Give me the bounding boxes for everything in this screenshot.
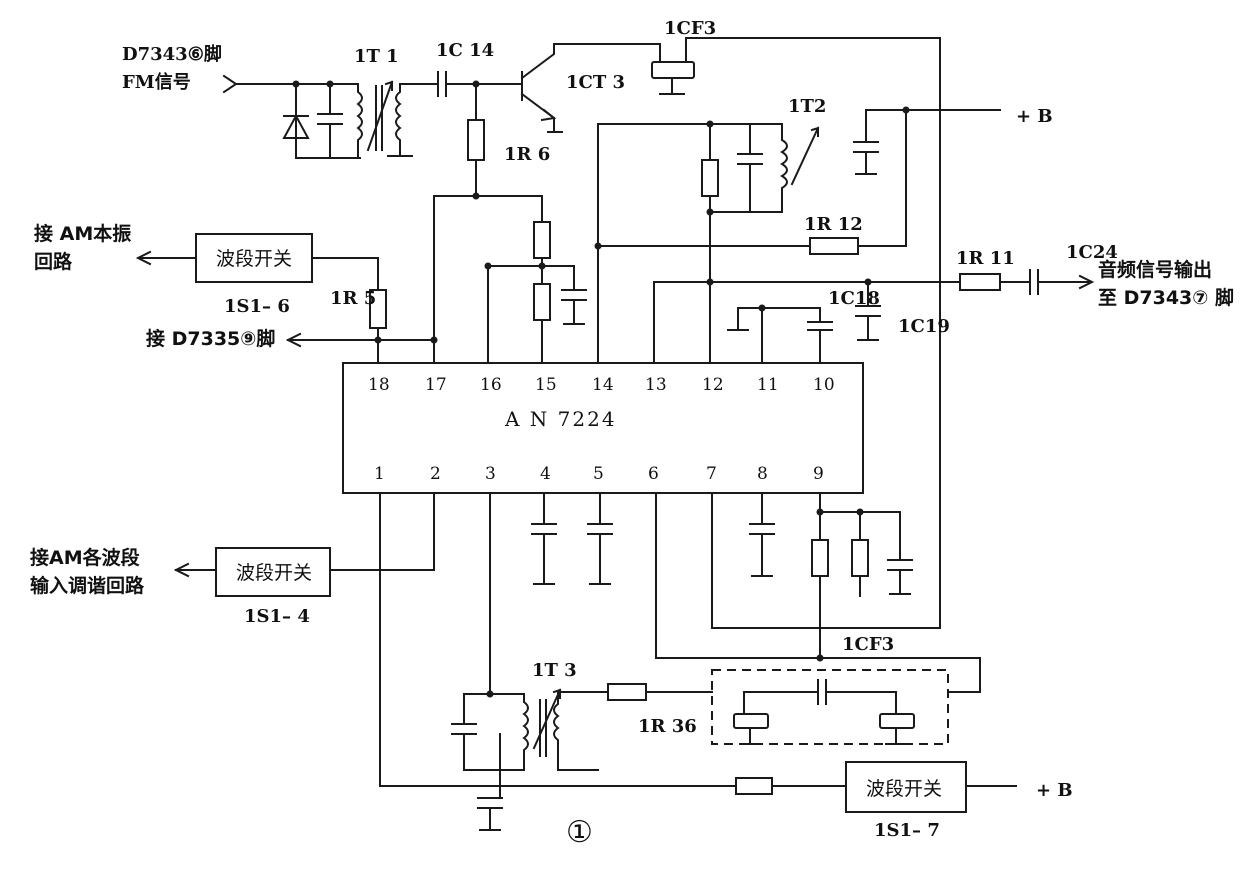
c14-capacitor: [437, 71, 447, 97]
it1-label: 1T 1: [354, 46, 399, 67]
pin1-wire: [379, 492, 847, 795]
d7335-arrow: [285, 332, 435, 348]
pin2-wire: [329, 492, 435, 571]
am-osc-label: 接 AM本振: [34, 222, 131, 245]
c18-capacitor: [855, 281, 881, 341]
pin-2: 2: [430, 464, 441, 484]
r11-label: 1R 11: [956, 248, 1015, 269]
r6-label: 1R 6: [504, 144, 550, 165]
it1-transformer: [356, 80, 413, 159]
am-osc-arrow: [135, 250, 197, 266]
figure-number: ①: [566, 815, 593, 850]
cf3-bottom-label: 1CF3: [842, 634, 894, 655]
r6-resistor: [467, 83, 485, 197]
pin8-capacitor: [749, 492, 775, 577]
pin-4: 4: [540, 464, 551, 484]
pin-14: 14: [592, 375, 614, 395]
pin-11: 11: [757, 375, 779, 395]
c14-label: 1C 14: [436, 40, 494, 61]
r12-resistor: [597, 109, 907, 255]
r5-label: 1R 5: [330, 288, 376, 309]
c24-label: 1C24: [1066, 242, 1118, 263]
pin-16: 16: [480, 375, 502, 395]
band-switch-mid: [215, 547, 331, 597]
pin-15: 15: [535, 375, 557, 395]
band-switch-bottom-label: 波段开关: [866, 778, 942, 800]
pin-13: 13: [645, 375, 667, 395]
pin10-11-decoupling: [727, 307, 833, 364]
audio-output-dest-label: 至 D7343⑦ 脚: [1098, 287, 1234, 309]
pin-17: 17: [425, 375, 447, 395]
it3-label: 1T 3: [532, 660, 577, 681]
c18-label: 1C18: [828, 288, 880, 309]
audio-output-path: [653, 269, 1095, 364]
r36-resistor: [557, 683, 713, 701]
pin-9: 9: [813, 464, 824, 484]
pin-8: 8: [757, 464, 768, 484]
plus-b-top-supply: [853, 106, 1001, 175]
am-band-arrow: [173, 562, 217, 578]
it2-tank: [701, 123, 820, 364]
pin-1: 1: [374, 464, 385, 484]
band-switch-top-label: 波段开关: [216, 248, 292, 270]
it3-transformer: [451, 688, 599, 831]
pin17-bias-wire: [433, 195, 543, 364]
am-band-label: 接AM各波段: [30, 546, 141, 569]
pin5-capacitor: [587, 492, 613, 585]
s1-4-label: 1S1– 4: [244, 606, 310, 627]
ct3-transistor: [520, 43, 661, 133]
top-pin-numbers: 18 17 16 15 14 13 12 11 10: [368, 375, 835, 395]
pin-10: 10: [813, 375, 835, 395]
pin14-wire: [597, 123, 783, 364]
r5-resistor: [311, 257, 387, 364]
it2-label: 1T2: [788, 96, 826, 117]
r12-label: 1R 12: [804, 214, 863, 235]
pin7-wire: [711, 492, 941, 629]
am-band-label-2: 输入调谐回路: [30, 574, 145, 597]
an7224-ic-body: [342, 362, 864, 494]
pin-18: 18: [368, 375, 390, 395]
cf3-bottom-filter: [711, 669, 949, 745]
pin-3: 3: [485, 464, 496, 484]
pin-6: 6: [648, 464, 659, 484]
fm-diode: [282, 83, 310, 159]
fm-input-arrow: [222, 74, 238, 94]
fm-source-label: D7343⑥脚: [122, 44, 222, 65]
ct3-label: 1CT 3: [566, 72, 625, 93]
c19-label: 1C19: [898, 316, 950, 337]
s1-7-label: 1S1– 7: [874, 820, 940, 841]
pin-7: 7: [706, 464, 717, 484]
bottom-pin-numbers: 1 2 3 4 5 6 7 8 9: [374, 464, 824, 484]
cf3-top-label: 1CF3: [664, 18, 716, 39]
pin15-divider: [487, 221, 587, 364]
cf3-top-filter: [651, 37, 941, 627]
s1-6-label: 1S1– 6: [224, 296, 290, 317]
d7335-label: 接 D7335⑨脚: [146, 328, 275, 350]
plus-b-bottom-label: + B: [1036, 780, 1073, 801]
pin6-wire: [655, 492, 981, 693]
fm-tank-capacitor: [317, 83, 343, 159]
ic-part-number: A N 7224: [504, 407, 617, 431]
pin-5: 5: [593, 464, 604, 484]
am-osc-label-2: 回路: [34, 250, 73, 273]
pin4-capacitor: [531, 492, 557, 585]
plus-b-top-label: + B: [1016, 106, 1053, 127]
pin-12: 12: [702, 375, 724, 395]
r36-label: 1R 36: [638, 716, 697, 737]
fm-signal-label: FM信号: [122, 71, 191, 93]
audio-output-label: 音频信号输出: [1098, 258, 1212, 281]
band-switch-top: [195, 233, 313, 283]
band-switch-mid-label: 波段开关: [236, 562, 312, 584]
